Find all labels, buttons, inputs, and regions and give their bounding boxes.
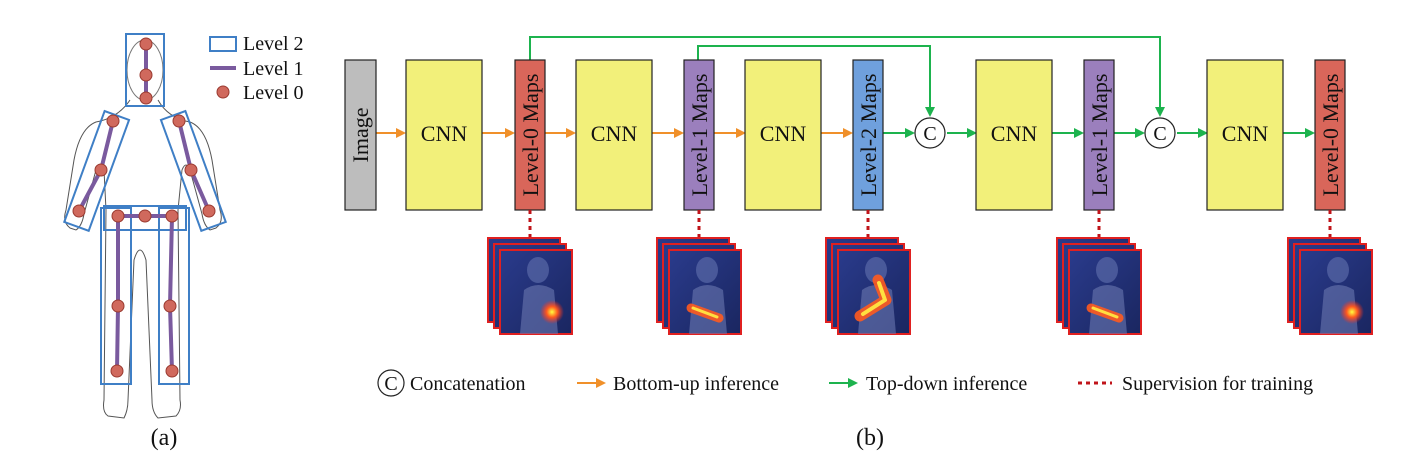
concat-legend-symbol xyxy=(377,369,405,397)
cnn-block-label: CNN xyxy=(591,121,638,146)
cnn-block-label: CNN xyxy=(991,121,1038,146)
panel-a-legend: Level 2 Level 1 Level 0 xyxy=(209,33,304,104)
cnn-block: CNN xyxy=(575,59,653,211)
joint xyxy=(202,204,216,218)
level2-box-right-arm xyxy=(159,109,228,233)
level1-maps-block: Level-1 Maps xyxy=(1083,59,1115,211)
cnn-block: CNN xyxy=(405,59,483,211)
level2-legend-swatch xyxy=(209,36,237,52)
joint xyxy=(111,299,125,313)
cnn-block-label: CNN xyxy=(760,121,807,146)
joint xyxy=(110,364,124,378)
joint xyxy=(172,114,186,128)
concatenation-node-label: C xyxy=(1153,123,1166,145)
level0-maps-block: Level-0 Maps xyxy=(514,59,546,211)
body-model xyxy=(62,33,228,419)
caption-a: (a) xyxy=(151,425,178,451)
level0-maps-block: Level-0 Maps xyxy=(1314,59,1346,211)
level2-box-left-arm xyxy=(62,109,131,233)
level0-maps-label: Level-0 Maps xyxy=(518,74,543,197)
level2-box-right-leg xyxy=(158,207,190,385)
joint xyxy=(139,91,153,105)
level1-maps-label: Level-1 Maps xyxy=(687,74,712,197)
limb-left-leg xyxy=(115,214,120,373)
joint xyxy=(139,37,153,51)
level1-legend-label: Level 1 xyxy=(243,58,304,80)
level0-legend-swatch xyxy=(216,85,230,99)
joint xyxy=(94,163,108,177)
bottom-up-legend-label: Bottom-up inference xyxy=(613,373,779,395)
heatmap-stack xyxy=(656,237,742,335)
top-down-skip-connections xyxy=(529,36,1165,117)
heatmap-stack xyxy=(487,237,573,335)
heatmap-stack xyxy=(1287,237,1373,335)
cnn-block: CNN xyxy=(975,59,1053,211)
concatenation-node-label: C xyxy=(923,123,936,145)
level1-maps-label: Level-1 Maps xyxy=(1087,74,1112,197)
joint xyxy=(138,209,152,223)
heatmap-stack xyxy=(1056,237,1142,335)
skip-connection-level0 xyxy=(529,36,1165,117)
concatenation-node: C xyxy=(1144,117,1176,149)
level0-legend-label: Level 0 xyxy=(243,82,304,104)
cnn-block: CNN xyxy=(744,59,822,211)
concatenation-node: C xyxy=(914,117,946,149)
supervision-lines xyxy=(528,210,1332,240)
joint xyxy=(165,209,179,223)
image-block: Image xyxy=(344,59,377,211)
level2-box-left-leg xyxy=(100,207,132,385)
joint xyxy=(165,364,179,378)
supervision-legend-label: Supervision for training xyxy=(1122,373,1313,395)
level2-box-hips xyxy=(103,205,187,231)
cnn-block-label: CNN xyxy=(421,121,468,146)
heatmap-stacks xyxy=(487,237,1373,335)
level2-box-head xyxy=(125,33,165,107)
level2-maps-label: Level-2 Maps xyxy=(856,74,881,197)
top-down-legend-label: Top-down inference xyxy=(866,373,1027,395)
joint xyxy=(72,204,86,218)
level0-maps-label: Level-0 Maps xyxy=(1318,74,1343,197)
level1-maps-block: Level-1 Maps xyxy=(683,59,715,211)
joint xyxy=(106,114,120,128)
concat-legend-label: Concatenation xyxy=(410,373,526,395)
limb-right-leg xyxy=(167,214,174,373)
skip-connection-level1 xyxy=(697,45,935,117)
cnn-block-label: CNN xyxy=(1222,121,1269,146)
heatmap-stack xyxy=(825,237,911,335)
panel-b-legend: C Concatenation Bottom-up inference Top-… xyxy=(377,369,1313,397)
concat-legend-symbol-label: C xyxy=(384,373,397,395)
image-block-label: Image xyxy=(348,108,373,163)
joint xyxy=(184,163,198,177)
level2-maps-block: Level-2 Maps xyxy=(852,59,884,211)
caption-b: (b) xyxy=(856,425,884,451)
joint xyxy=(139,68,153,82)
level2-legend-label: Level 2 xyxy=(243,33,304,55)
joint xyxy=(163,299,177,313)
joint xyxy=(111,209,125,223)
cnn-block: CNN xyxy=(1206,59,1284,211)
